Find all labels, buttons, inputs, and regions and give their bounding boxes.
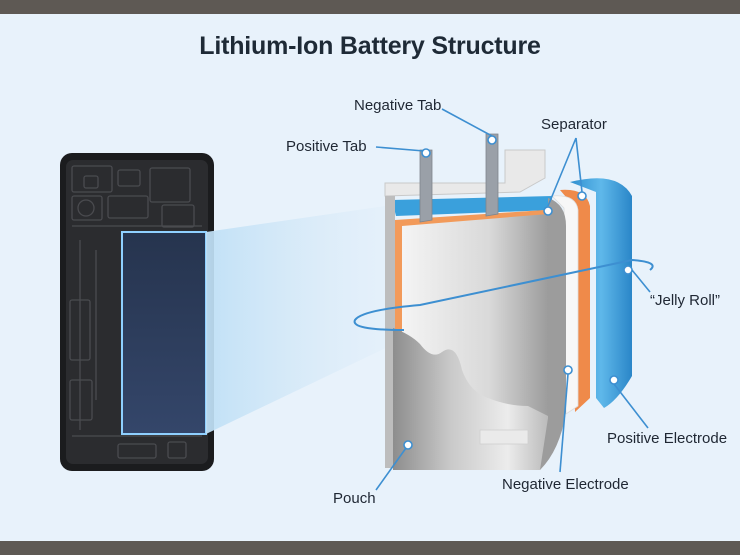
label-separator: Separator [541, 116, 607, 133]
phone-battery [121, 231, 207, 435]
negative-tab [485, 133, 499, 217]
battery-cutaway [353, 133, 654, 470]
diagram-title: Lithium-Ion Battery Structure [199, 32, 541, 60]
jelly-roll-marker [623, 265, 633, 275]
label-negative-tab: Negative Tab [354, 97, 441, 114]
inner-sheet-tab [479, 429, 529, 445]
pouch-curl [540, 198, 566, 470]
bottom-frame-band [0, 541, 740, 555]
phone-components [69, 165, 202, 459]
phone [60, 153, 214, 471]
label-positive-tab: Positive Tab [286, 138, 367, 155]
positive-tab [419, 149, 433, 223]
pouch-edge [385, 196, 395, 468]
callout-lines [375, 108, 651, 491]
label-jelly-roll: “Jelly Roll” [650, 292, 720, 309]
label-positive-electrode: Positive Electrode [607, 430, 727, 447]
separator-marker-1 [543, 206, 553, 216]
zoom-beam [206, 205, 392, 434]
positive-electrode-layer [570, 178, 632, 408]
positive-tab-marker [421, 148, 431, 158]
pouch-marker [403, 440, 413, 450]
callout-labels: Negative Tab Positive Tab Separator “Jel… [286, 97, 727, 507]
label-negative-electrode: Negative Electrode [502, 476, 629, 493]
negative-electrode-marker [563, 365, 573, 375]
positive-electrode-marker [609, 375, 619, 385]
pouch-top-seal [384, 149, 546, 197]
top-frame-band [0, 0, 740, 14]
label-pouch: Pouch [333, 490, 376, 507]
jelly-roll-loop [353, 258, 654, 331]
negative-tab-marker [487, 135, 497, 145]
separator-marker-2 [577, 191, 587, 201]
